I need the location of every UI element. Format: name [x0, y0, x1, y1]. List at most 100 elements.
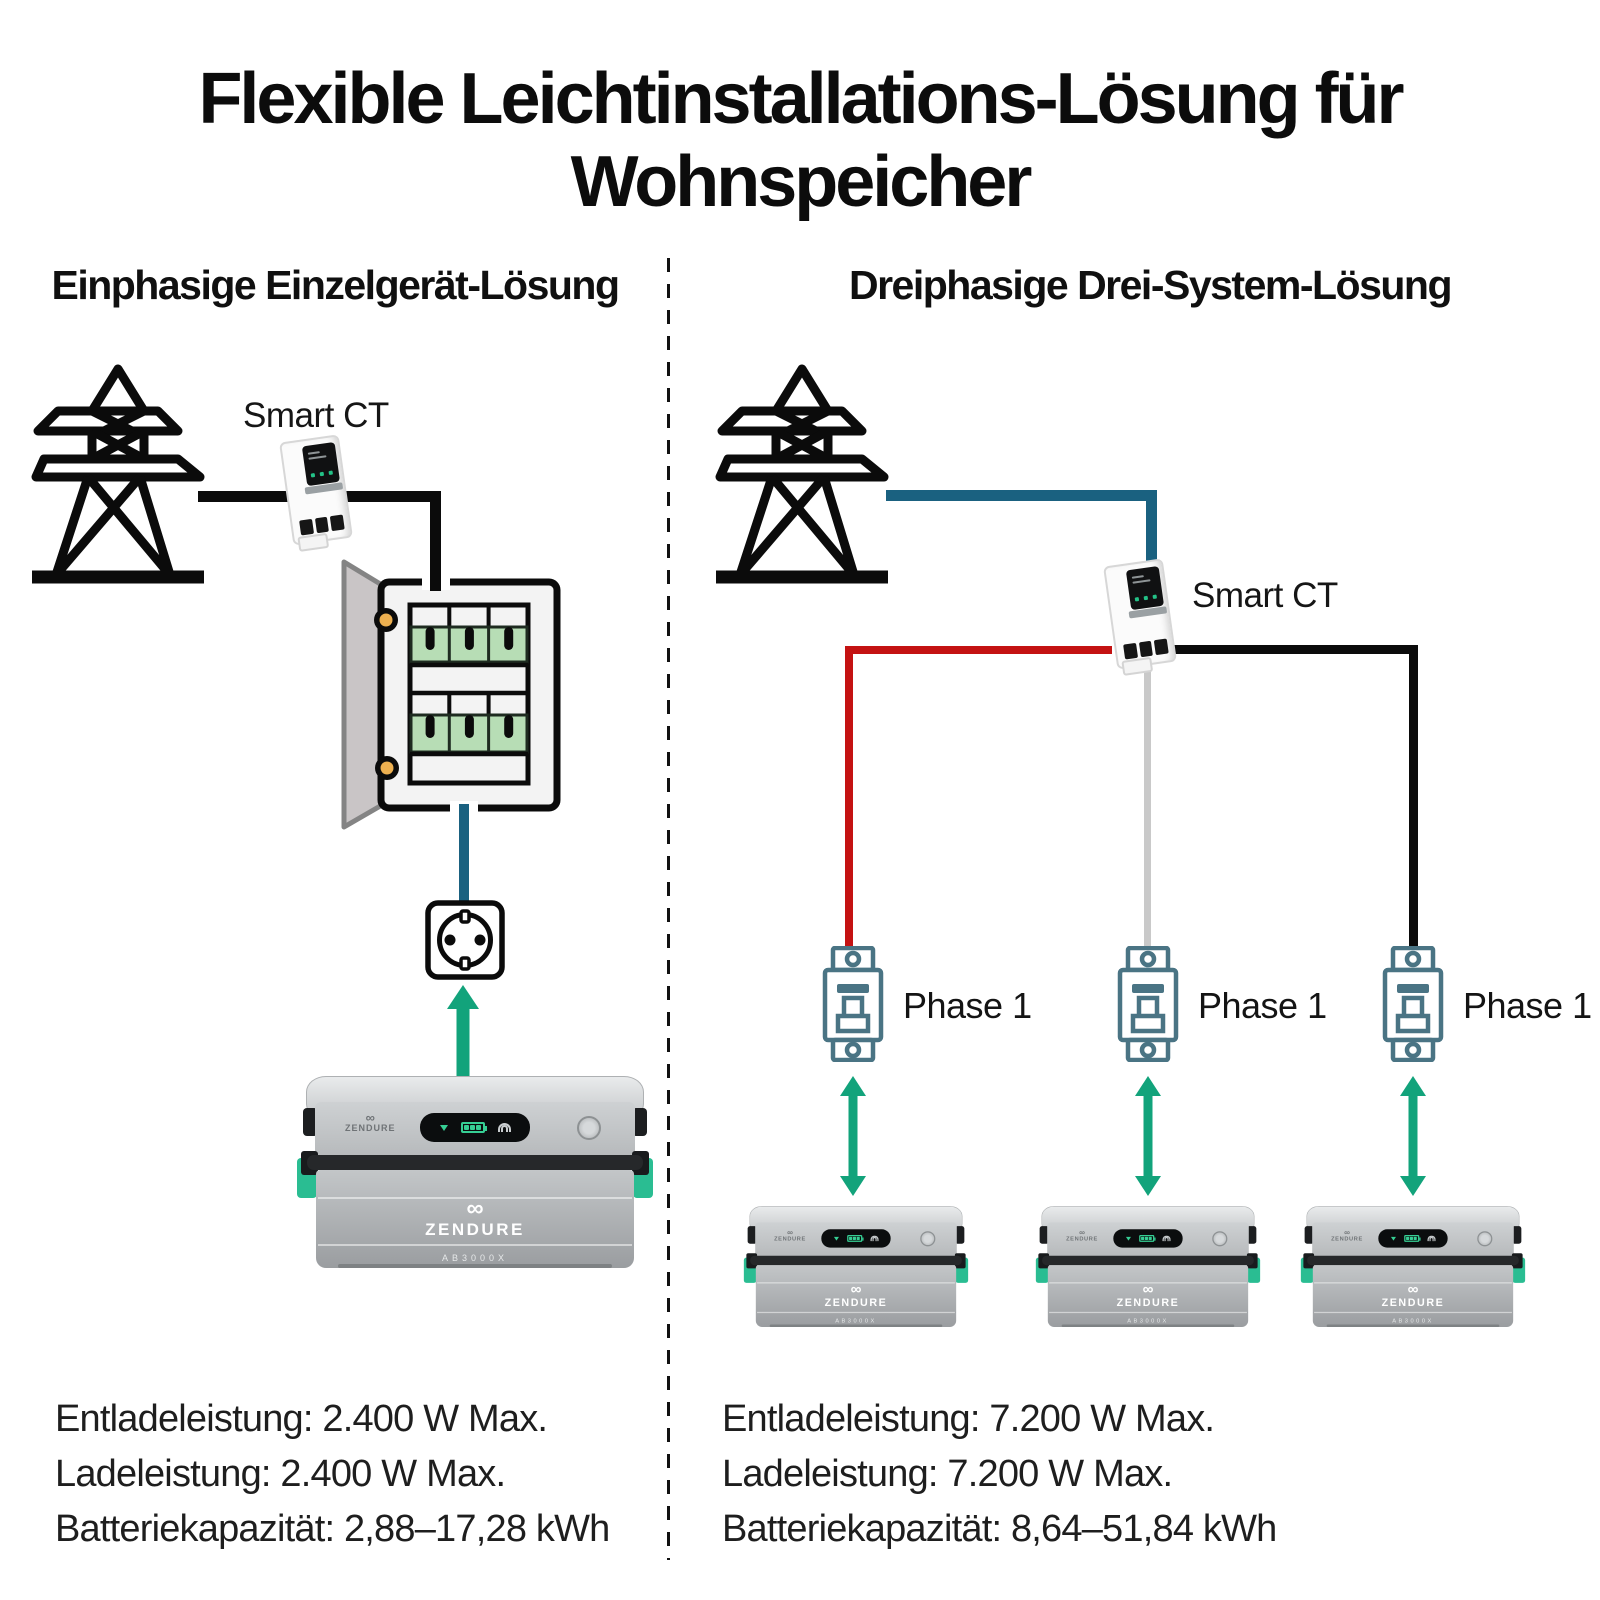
- battery-display: [1113, 1229, 1183, 1248]
- battery-level-icon: [1138, 1234, 1156, 1242]
- circuit-breaker: [822, 946, 884, 1062]
- zendure-logo-icon: ∞: [1142, 1280, 1154, 1298]
- battery-display: [1378, 1229, 1448, 1248]
- phase-label: Phase 1: [1198, 985, 1327, 1026]
- battery-logo-small: ∞ ZENDURE: [1066, 1227, 1098, 1242]
- wire-into-panel: [430, 491, 441, 591]
- battery-top-panel: ∞ ZENDURE: [755, 1222, 957, 1258]
- grid-wire-right-vertical: [1146, 490, 1157, 568]
- battery-body: ∞ ZENDURE AB3000X: [1047, 1265, 1249, 1327]
- panel-door: [341, 559, 385, 830]
- wire-phase-red-vertical: [845, 646, 853, 948]
- energy-arrow-bidirectional: [1135, 1076, 1161, 1196]
- battery-logo-center: ∞ ZENDURE: [316, 1195, 634, 1240]
- smart-ct-device-right: [1103, 558, 1177, 676]
- circuit-breaker: [1117, 946, 1179, 1062]
- wifi-icon: [1427, 1235, 1436, 1242]
- wire-panel-to-socket: [459, 804, 469, 903]
- wire-phase-gray-vertical: [1144, 660, 1151, 948]
- page-title-line1: Flexible Leichtinstallations-Lösung für: [198, 59, 1404, 139]
- section-heading-left: Einphasige Einzelgerät-Lösung: [51, 262, 620, 308]
- battery-model-label: AB3000X: [835, 1317, 877, 1324]
- battery-model-label: AB3000X: [1392, 1317, 1434, 1324]
- battery-display: [420, 1113, 530, 1142]
- zendure-logo-icon: ∞: [466, 1195, 484, 1222]
- battery-logo-center: ∞ ZENDURE: [1048, 1280, 1248, 1309]
- battery-side-port: [632, 1108, 647, 1136]
- battery-power-button: [1477, 1231, 1493, 1247]
- battery-level-icon: [1403, 1234, 1421, 1242]
- battery-top-panel: ∞ ZENDURE: [1047, 1222, 1249, 1258]
- body-seam: [1049, 1311, 1247, 1314]
- zendure-logo-icon: ∞: [1079, 1227, 1085, 1237]
- battery-strap: [750, 1255, 962, 1266]
- wire-phase-red-horizontal: [845, 646, 1112, 654]
- charge-arrow-icon: [833, 1236, 839, 1241]
- page-title: Flexible Leichtinstallations-Lösung für …: [0, 58, 1600, 224]
- battery-logo-center: ∞ ZENDURE: [756, 1280, 956, 1309]
- breaker-panel: [341, 559, 561, 830]
- spec-line: Batteriekapazität: 2,88–17,28 kWh: [55, 1508, 610, 1550]
- body-seam: [1049, 1282, 1247, 1284]
- battery-level-icon: [460, 1122, 487, 1133]
- battery-logo-small: ∞ ZENDURE: [774, 1227, 806, 1242]
- wifi-icon: [1162, 1235, 1171, 1242]
- charge-arrow-icon: [1390, 1236, 1396, 1241]
- battery-unit-right-2: ∞ ZENDURE ∞ ZENDURE: [1035, 1206, 1261, 1328]
- battery-strap: [307, 1155, 643, 1170]
- smart-ct-label-left: Smart CT: [243, 396, 389, 435]
- spec-line: Ladeleistung: 2.400 W Max.: [55, 1453, 506, 1495]
- battery-display: [821, 1229, 891, 1248]
- specs-right: Entladeleistung: 7.200 W Max. Ladeleistu…: [722, 1392, 1277, 1557]
- battery-power-button: [920, 1231, 936, 1247]
- smart-ct-label-right: Smart CT: [1192, 576, 1338, 615]
- dashed-divider: [667, 258, 670, 1560]
- power-pylon-icon: [31, 364, 205, 584]
- spec-line: Entladeleistung: 7.200 W Max.: [722, 1398, 1215, 1440]
- battery-base: [338, 1264, 612, 1268]
- circuit-breaker: [1382, 946, 1444, 1062]
- battery-level-icon: [846, 1234, 864, 1242]
- body-seam: [318, 1244, 632, 1246]
- battery-strap: [1307, 1255, 1519, 1266]
- phase-label: Phase 1: [1463, 985, 1592, 1026]
- smart-ct-device-left: [279, 434, 353, 552]
- wifi-icon: [870, 1235, 879, 1242]
- battery-strap: [1042, 1255, 1254, 1266]
- spec-line: Batteriekapazität: 8,64–51,84 kWh: [722, 1508, 1277, 1550]
- battery-logo-small: ∞ ZENDURE: [345, 1110, 396, 1133]
- battery-base: [1061, 1324, 1235, 1327]
- schuko-socket-icon: [425, 900, 505, 980]
- phase-label: Phase 1: [903, 985, 1032, 1026]
- battery-side-port: [1511, 1226, 1522, 1244]
- battery-base: [769, 1324, 943, 1327]
- battery-model-label: AB3000X: [441, 1253, 509, 1263]
- body-seam: [318, 1197, 632, 1199]
- battery-body: ∞ ZENDURE AB3000X: [755, 1265, 957, 1327]
- wire-phase-black-horizontal: [1172, 645, 1418, 654]
- battery-power-button: [577, 1116, 601, 1140]
- power-pylon-icon: [715, 364, 889, 584]
- body-seam: [1314, 1311, 1512, 1314]
- battery-logo-center: ∞ ZENDURE: [1313, 1280, 1513, 1309]
- energy-arrow-left: [447, 985, 479, 1079]
- zendure-logo-icon: ∞: [1407, 1280, 1419, 1298]
- battery-scaled: ∞ ZENDURE ∞ ZENDURE: [1035, 1206, 1261, 1328]
- body-seam: [757, 1282, 955, 1284]
- battery-scaled: ∞ ZENDURE ∞ ZENDURE: [1300, 1206, 1526, 1328]
- section-heading-right: Dreiphasige Drei-System-Lösung: [848, 262, 1453, 308]
- battery-scaled: ∞ ZENDURE ∞ ZENDURE: [743, 1206, 969, 1328]
- zendure-logo-icon: ∞: [787, 1227, 793, 1237]
- spec-line: Ladeleistung: 7.200 W Max.: [722, 1453, 1173, 1495]
- battery-side-port: [1039, 1226, 1050, 1244]
- energy-arrow-bidirectional: [1400, 1076, 1426, 1196]
- battery-logo-small: ∞ ZENDURE: [1331, 1227, 1363, 1242]
- grid-wire-right-horizontal: [886, 490, 1157, 501]
- wifi-icon: [497, 1123, 511, 1132]
- battery-side-port: [1246, 1226, 1257, 1244]
- battery-side-port: [1304, 1226, 1315, 1244]
- smart-ct-din-clip: [297, 532, 330, 552]
- zendure-logo-icon: ∞: [850, 1280, 862, 1298]
- battery-body: ∞ ZENDURE AB3000X: [316, 1170, 634, 1268]
